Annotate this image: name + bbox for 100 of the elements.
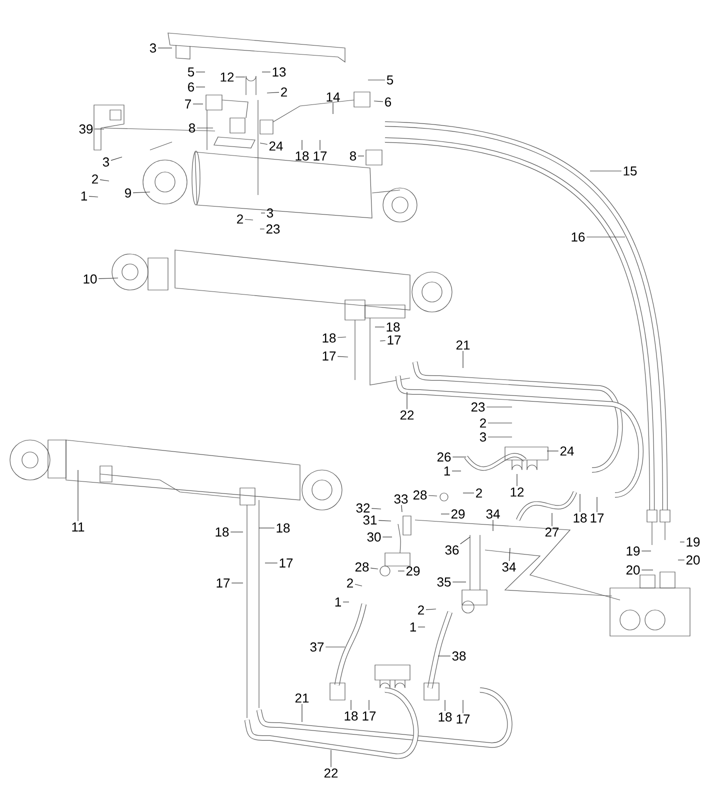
leader-line bbox=[337, 356, 348, 358]
leader-line bbox=[196, 86, 206, 88]
callout-number: 35 bbox=[437, 577, 451, 587]
callout-number: 2 bbox=[476, 488, 482, 498]
leader-line bbox=[231, 582, 244, 584]
callout-number: 18 bbox=[296, 151, 309, 161]
callout-number: 2 bbox=[347, 578, 353, 588]
leader-line bbox=[260, 228, 265, 230]
leader-line bbox=[260, 142, 268, 145]
leader-line bbox=[354, 584, 362, 586]
callout-number: 9 bbox=[125, 188, 131, 198]
callout-number: 17 bbox=[280, 558, 293, 568]
callout-number: 3 bbox=[480, 432, 486, 442]
callout-number: 12 bbox=[510, 487, 524, 497]
callout-number: 18 bbox=[276, 523, 290, 533]
callout-number: 21 bbox=[295, 693, 309, 703]
callout-number: 18 bbox=[216, 527, 229, 537]
leader-line bbox=[492, 520, 494, 532]
leader-line bbox=[350, 700, 352, 710]
callout-number: 24 bbox=[560, 446, 574, 456]
callout-number: 37 bbox=[310, 642, 324, 652]
callout-number: 10 bbox=[84, 274, 97, 284]
callout-number: 2 bbox=[281, 87, 287, 97]
leader-line bbox=[264, 562, 278, 564]
leader-line bbox=[452, 470, 462, 472]
leader-line bbox=[516, 474, 518, 486]
callout-number: 17 bbox=[362, 712, 376, 720]
leader-line bbox=[382, 536, 392, 538]
leader-line bbox=[590, 170, 622, 172]
callout-number: 27 bbox=[545, 527, 559, 537]
callout-number: 14 bbox=[326, 92, 340, 102]
callout-number: 2 bbox=[418, 605, 424, 615]
callout-number: 36 bbox=[445, 545, 459, 555]
callout-number: 28 bbox=[413, 490, 427, 500]
leader-line bbox=[88, 196, 98, 198]
leader-line bbox=[460, 536, 470, 544]
callout-number: 29 bbox=[406, 566, 420, 576]
callout-number: 34 bbox=[502, 562, 516, 572]
callout-number: 17 bbox=[590, 514, 604, 522]
callout-number: 3 bbox=[150, 43, 156, 53]
callout-number: 29 bbox=[451, 509, 465, 519]
leader-line bbox=[244, 219, 254, 220]
callout-number: 1 bbox=[335, 598, 341, 606]
callout-number: 17 bbox=[314, 152, 327, 160]
leader-line bbox=[418, 626, 426, 628]
leader-line bbox=[444, 700, 446, 712]
callout-number: 18 bbox=[344, 711, 358, 721]
leader-line bbox=[110, 156, 122, 161]
callout-number: 3 bbox=[102, 157, 110, 167]
leader-line bbox=[426, 608, 436, 610]
callout-number: 13 bbox=[272, 67, 286, 77]
leader-line bbox=[398, 570, 405, 572]
leader-line bbox=[641, 550, 652, 552]
leader-line bbox=[371, 508, 382, 510]
callout-number: 28 bbox=[355, 562, 369, 572]
leader-line bbox=[132, 192, 150, 194]
callout-number: 32 bbox=[356, 503, 370, 513]
callout-number: 1 bbox=[444, 466, 450, 476]
leader-line bbox=[235, 76, 246, 78]
leader-line bbox=[378, 520, 392, 522]
leader-line bbox=[428, 495, 438, 496]
callout-number: 21 bbox=[456, 340, 470, 350]
callout-number: 31 bbox=[363, 515, 377, 525]
leader-line bbox=[337, 336, 346, 338]
leader-line bbox=[260, 212, 266, 214]
callout-number: 6 bbox=[385, 97, 392, 107]
leader-line bbox=[266, 92, 280, 94]
leader-line bbox=[546, 450, 559, 452]
callout-number: 1 bbox=[410, 622, 416, 632]
leader-line bbox=[330, 750, 332, 768]
leader-line bbox=[374, 326, 385, 328]
callout-number: 2 bbox=[92, 174, 98, 184]
leader-line bbox=[374, 100, 384, 102]
callout-number: 6 bbox=[188, 82, 194, 92]
leader-line bbox=[462, 492, 474, 494]
leader-line bbox=[368, 700, 370, 710]
leader-line bbox=[462, 350, 464, 368]
leader-line bbox=[401, 504, 402, 512]
leader-line bbox=[100, 179, 110, 182]
leader-line bbox=[486, 406, 512, 408]
callout-number: 30 bbox=[367, 532, 381, 542]
callout-number: 20 bbox=[686, 555, 700, 565]
callout-number: 19 bbox=[686, 537, 700, 547]
leader-line bbox=[325, 646, 346, 648]
callout-number: 8 bbox=[350, 151, 356, 161]
callout-number: 17 bbox=[388, 336, 401, 344]
callout-number: 17 bbox=[322, 352, 336, 360]
callout-number: 5 bbox=[386, 75, 394, 85]
callout-number: 18 bbox=[438, 712, 452, 722]
callout-number: 23 bbox=[471, 402, 485, 412]
callout-number: 38 bbox=[452, 651, 466, 661]
leader-line bbox=[452, 456, 466, 458]
callout-number: 15 bbox=[624, 166, 637, 176]
callout-number: 16 bbox=[572, 232, 585, 242]
callout-number: 11 bbox=[72, 522, 84, 532]
callout-number: 2 bbox=[480, 418, 486, 428]
callout-number: 5 bbox=[188, 67, 194, 77]
callout-number: 12 bbox=[220, 72, 234, 82]
callout-number: 33 bbox=[394, 494, 408, 504]
leader-line bbox=[406, 392, 408, 410]
